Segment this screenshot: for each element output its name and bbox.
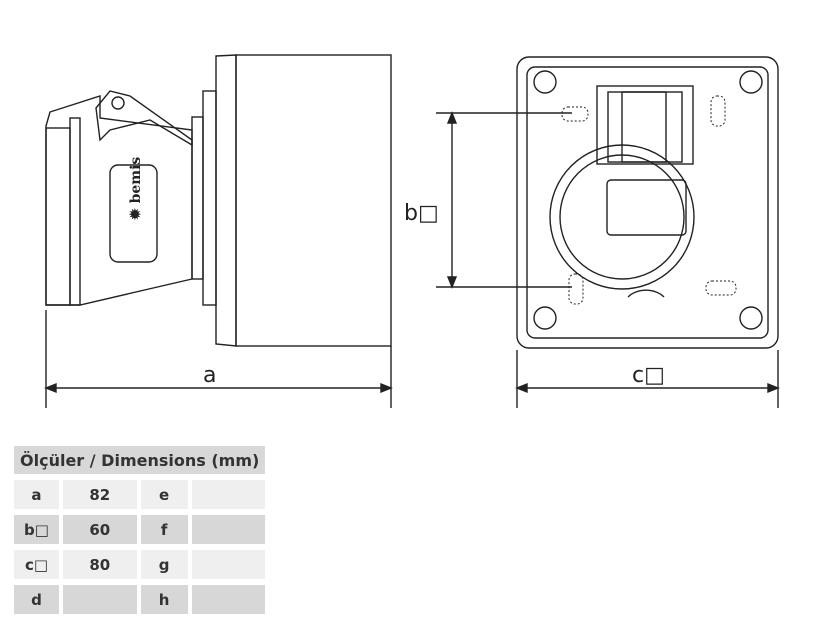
dim-key: f [140,515,188,544]
dim-key: d [14,585,59,614]
table-row: c□80 g [14,550,266,579]
technical-drawing: ✹ bemis a b□ c□ [44,54,780,408]
dim-value: 80 [62,550,137,579]
dim-value [191,585,266,614]
front-view: b□ c□ [404,56,780,408]
dim-value: 60 [62,515,137,544]
dim-value [62,585,137,614]
dim-value [191,480,266,509]
dim-key: h [140,585,188,614]
side-view: ✹ bemis a [44,54,393,408]
dim-b-label: b□ [404,201,439,226]
dim-value [191,550,266,579]
dim-key: e [140,480,188,509]
table-header: Ölçüler / Dimensions (mm) [14,446,266,474]
dim-key: a [14,480,59,509]
dim-key: c□ [14,550,59,579]
dim-key: b□ [14,515,59,544]
dim-a-label: a [203,363,216,388]
dim-key: g [140,550,188,579]
brand-logo: ✹ bemis [128,157,144,221]
dim-value: 82 [62,480,137,509]
dim-c-label: c□ [632,363,665,388]
table-row: b□60 f [14,515,266,544]
table-row: d h [14,585,266,614]
dim-value [191,515,266,544]
